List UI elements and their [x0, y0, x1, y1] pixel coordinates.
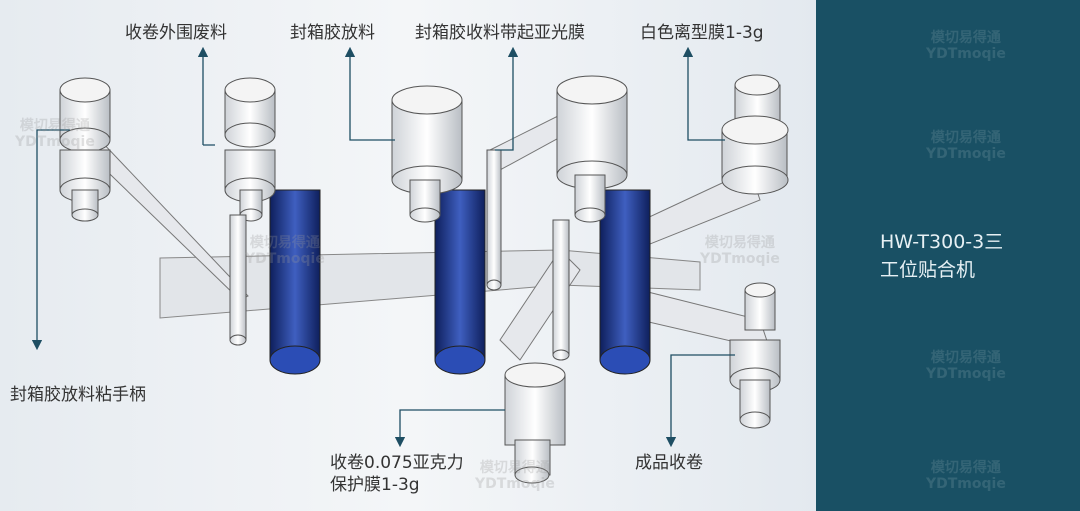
callout-arrows	[31, 52, 735, 448]
label-release-film: 白色离型膜1-3g	[640, 23, 764, 43]
blue-rollers	[269, 189, 651, 375]
label-tape-unwind: 封箱胶放料	[290, 23, 375, 43]
film-belts	[84, 94, 771, 361]
label-finished-rewind: 成品收卷	[635, 453, 703, 473]
machine-drawing	[31, 0, 789, 484]
white-rollers	[59, 74, 789, 484]
label-handle: 封箱胶放料粘手柄	[10, 385, 146, 405]
machine-model-title: HW-T300-3三工位贴合机	[880, 231, 1004, 281]
label-tape-rewind-matte: 封箱胶收料带起亚光膜	[415, 23, 585, 43]
label-acrylic-rewind: 收卷0.075亚克力保护膜1-3g	[330, 453, 464, 495]
label-waste-rewind: 收卷外围废料	[125, 23, 227, 43]
